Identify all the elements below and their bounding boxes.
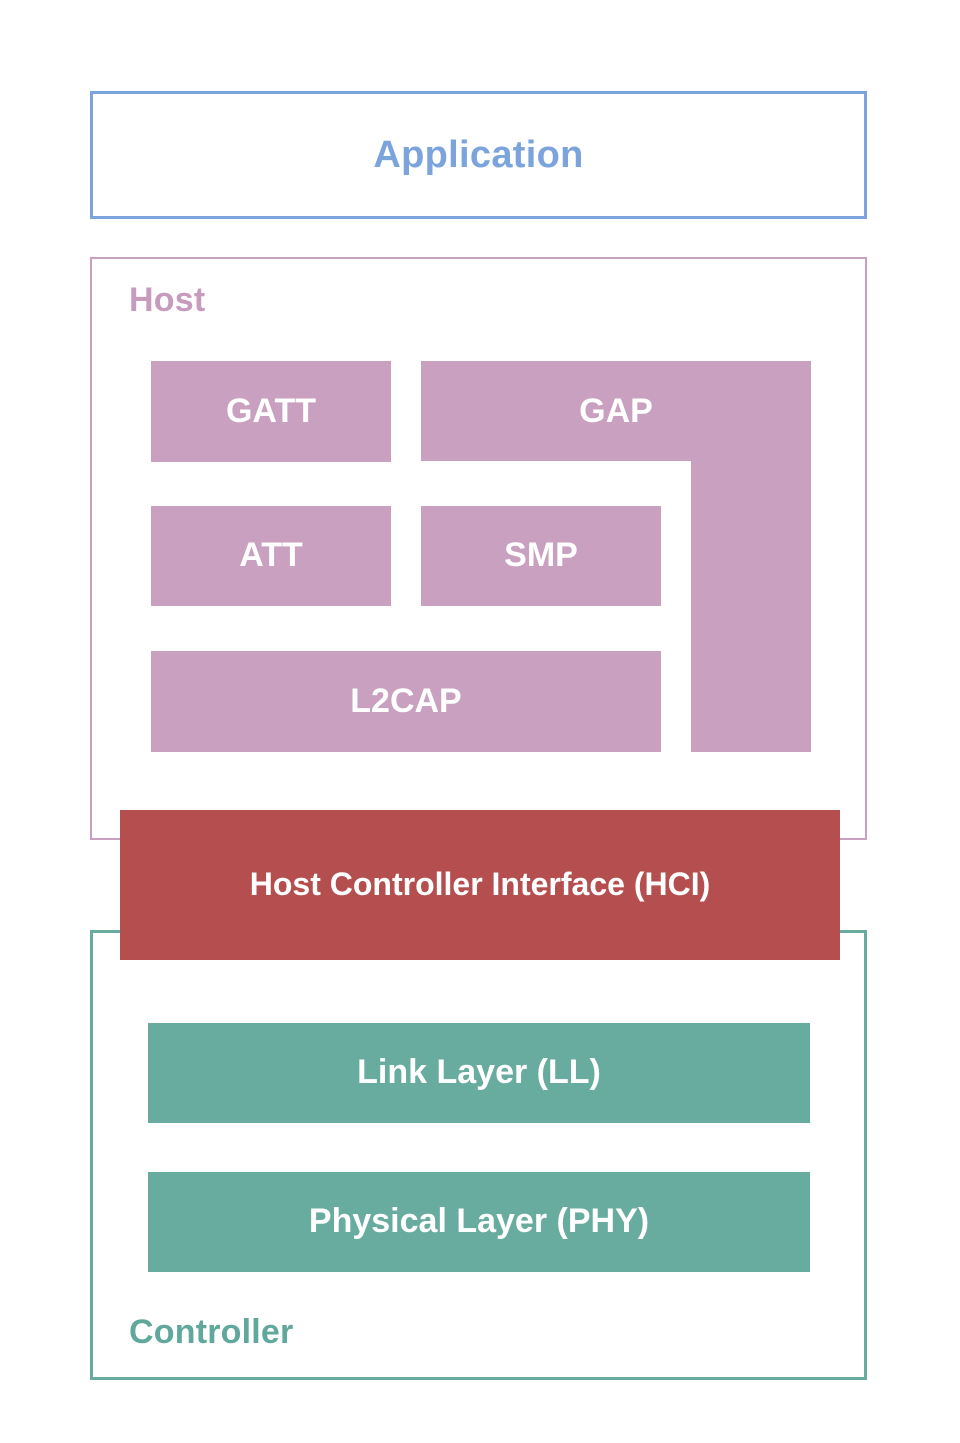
gap-label: GAP: [579, 392, 653, 430]
physical-layer-block: Physical Layer (PHY): [148, 1172, 810, 1272]
application-label: Application: [373, 133, 584, 176]
controller-title: Controller: [129, 1313, 294, 1351]
att-block: ATT: [151, 506, 391, 606]
gatt-block: GATT: [151, 361, 391, 462]
l2cap-block: L2CAP: [151, 651, 661, 752]
smp-block: SMP: [421, 506, 661, 606]
application-box: [90, 91, 867, 219]
hci-block: Host Controller Interface (HCI): [120, 810, 840, 960]
host-title: Host: [129, 281, 206, 319]
link-layer-block: Link Layer (LL): [148, 1023, 810, 1123]
